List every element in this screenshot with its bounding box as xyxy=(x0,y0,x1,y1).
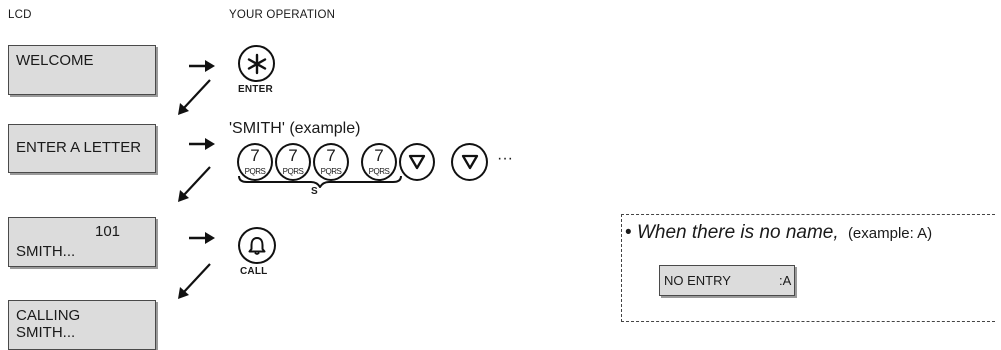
lcd-welcome: WELCOME xyxy=(8,45,156,95)
lcd-smith: 101 SMITH... xyxy=(8,217,156,267)
diagonal-arrow-icon xyxy=(178,166,211,202)
enter-caption: ENTER xyxy=(238,84,273,95)
ellipsis: ··· xyxy=(497,150,513,167)
enter-key[interactable] xyxy=(238,45,275,82)
bullet: • xyxy=(625,222,632,243)
note-box xyxy=(621,214,995,322)
note-line: • When there is no name, (example: A) xyxy=(625,222,932,244)
lcd-column-header: LCD xyxy=(8,9,32,21)
brace-label: S xyxy=(311,186,318,197)
lcd-calling: CALLING SMITH... xyxy=(8,300,156,350)
asterisk-icon xyxy=(247,53,266,74)
diagonal-arrow-icon xyxy=(178,263,211,299)
note-text: When there is no name, xyxy=(636,222,839,243)
lcd-enter-letter: ENTER A LETTER xyxy=(8,124,156,173)
operation-column-header: YOUR OPERATION xyxy=(229,9,336,21)
bell-icon xyxy=(248,236,266,255)
lcd-letter: :A xyxy=(779,273,792,288)
key-letters: PQRS xyxy=(282,167,304,176)
lcd-text: CALLING xyxy=(16,307,81,324)
lcd-no-entry: NO ENTRY :A xyxy=(659,265,795,296)
key-digit: 7 xyxy=(250,146,260,165)
key-7-pqrs[interactable]: 7 PQRS xyxy=(313,143,349,181)
down-key[interactable] xyxy=(451,143,488,181)
key-letters: PQRS xyxy=(368,167,390,176)
key-7-pqrs[interactable]: 7 PQRS xyxy=(275,143,311,181)
lcd-text: SMITH... xyxy=(16,324,76,341)
lcd-number: 101 xyxy=(95,223,121,240)
right-arrow-icon xyxy=(189,60,215,72)
down-key[interactable] xyxy=(399,143,435,181)
right-arrow-icon xyxy=(189,232,215,244)
key-letters: PQRS xyxy=(244,167,266,176)
key-letters: PQRS xyxy=(320,167,342,176)
lcd-text: ENTER A LETTER xyxy=(16,139,142,156)
right-arrow-icon xyxy=(189,138,215,150)
brace-icon xyxy=(238,175,402,188)
call-key[interactable] xyxy=(238,227,276,264)
down-triangle-icon xyxy=(461,154,478,170)
key-7-pqrs[interactable]: 7 PQRS xyxy=(237,143,273,181)
lcd-text: SMITH... xyxy=(16,243,76,260)
example-text: 'SMITH' (example) xyxy=(229,120,361,137)
key-7-pqrs[interactable]: 7 PQRS xyxy=(361,143,397,181)
diagonal-arrow-icon xyxy=(178,79,211,115)
down-triangle-icon xyxy=(408,154,426,170)
key-digit: 7 xyxy=(326,146,336,165)
note-example: (example: A) xyxy=(847,225,933,242)
key-digit: 7 xyxy=(288,146,298,165)
lcd-text: WELCOME xyxy=(16,52,94,69)
call-caption: CALL xyxy=(240,266,268,277)
key-digit: 7 xyxy=(374,146,384,165)
lcd-text: NO ENTRY xyxy=(664,273,731,288)
